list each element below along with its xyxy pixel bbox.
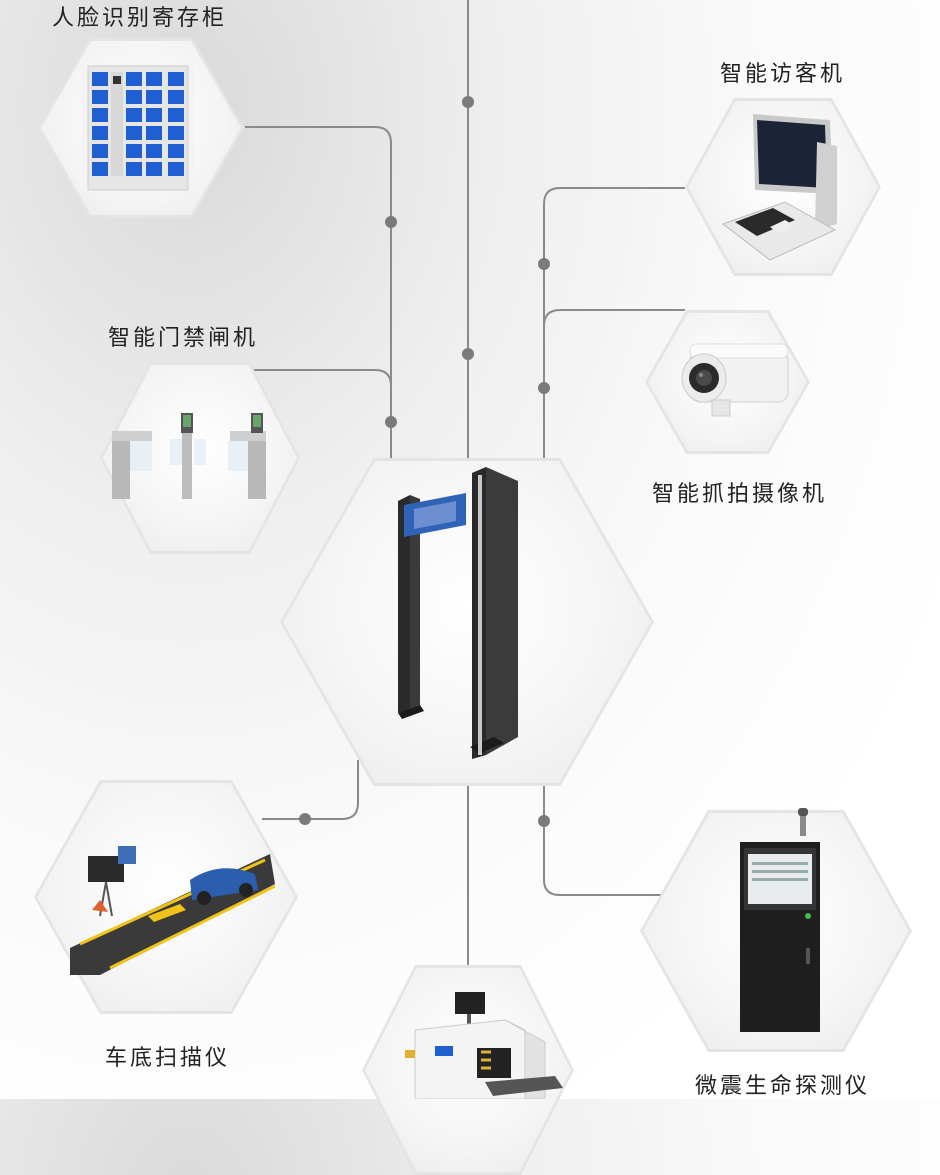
under-vehicle-scanner-image [70,846,275,975]
vehicle-scanner-label: 车底扫描仪 [105,1046,231,1071]
life-detector-label: 微震生命探测仪 [695,1074,871,1099]
connector-dot [538,815,550,827]
locker-label: 人脸识别寄存柜 [52,6,228,31]
connector-dot [299,813,311,825]
camera-label: 智能抓拍摄像机 [652,482,828,507]
connector-dot [538,382,550,394]
camera-image [681,343,789,417]
connector-lines [245,0,685,970]
access-gate-image [112,413,266,499]
connector-dot [385,216,397,228]
visitor-label: 智能访客机 [720,62,846,87]
gate-label: 智能门禁闸机 [108,326,259,351]
life-detector-image [740,808,820,1032]
face-recognition-locker-image [82,64,194,192]
visitor-machine-image [721,114,837,261]
metal-detector-door-image [398,467,518,759]
connector-dot [385,416,397,428]
connector-dot [462,348,474,360]
xray-scanner-image [405,992,563,1099]
connector-dot [538,258,550,270]
connector-dot [462,96,474,108]
